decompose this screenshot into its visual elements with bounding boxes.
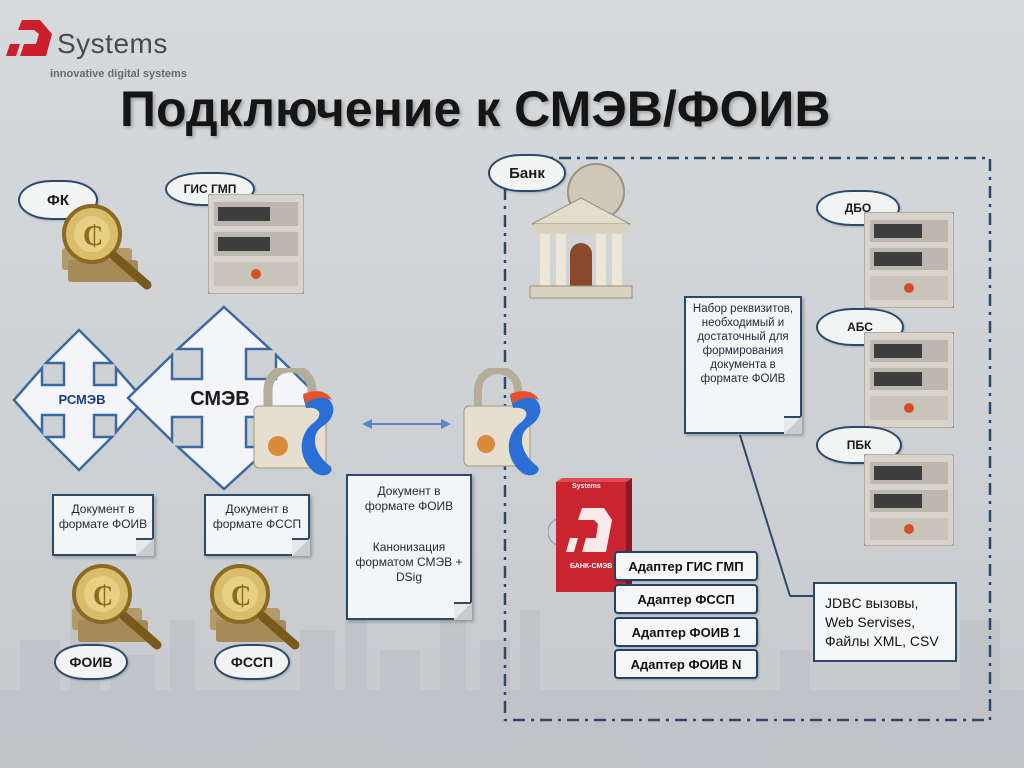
idsystems-logo-icon — [6, 20, 52, 56]
note-doc-fssp-text: Документ в формате ФССП — [212, 502, 302, 531]
note-canonization-top: Документ в формате ФОИВ — [364, 484, 454, 513]
box-brand: Systems — [572, 483, 601, 490]
box-label: БАНК-СМЭВ — [570, 563, 613, 570]
integration-jdbc: JDBC вызовы, — [825, 595, 919, 611]
cloud-dbo: ДБО — [816, 190, 900, 226]
note-canonization-bottom: Канонизация форматом СМЭВ + DSig — [355, 540, 463, 584]
note-requisites: Набор реквизитов, необходимый и достаточ… — [684, 296, 802, 434]
padlock-key-icon — [463, 368, 541, 476]
server-rack-icon — [864, 332, 954, 428]
coin-magnifier-icon: ₵ — [62, 204, 152, 290]
rsmev-arrow-cross — [12, 328, 146, 472]
server-rack-icon — [208, 194, 304, 294]
note-doc-foiv-text: Документ в формате ФОИВ — [58, 502, 148, 531]
server-rack-icon — [864, 212, 954, 308]
integration-web-services: Web Servises, — [825, 614, 915, 630]
svg-text:₵: ₵ — [83, 221, 103, 252]
server-rack-icon — [864, 454, 954, 546]
integration-methods-box: JDBC вызовы, Web Servises, Файлы XML, CS… — [813, 582, 957, 662]
smev-label: СМЭВ — [190, 388, 250, 410]
rsmev-label: РСМЭВ — [58, 392, 106, 407]
integration-files: Файлы XML, CSV — [825, 633, 939, 649]
logo-brand: Systems — [57, 28, 168, 59]
adapter-foiv-n-button[interactable]: Адаптер ФОИВ N — [614, 649, 758, 679]
note-canonization: Документ в формате ФОИВ Канонизация форм… — [346, 474, 472, 620]
cloud-bank: Банк — [488, 154, 566, 192]
note-requisites-text: Набор реквизитов, необходимый и достаточ… — [692, 303, 794, 385]
coin-magnifier-icon: ₵ — [210, 564, 300, 650]
logo-tagline: innovative digital systems — [50, 68, 187, 80]
note-doc-foiv: Документ в формате ФОИВ — [52, 494, 154, 556]
coin-magnifier-icon: ₵ — [72, 564, 162, 650]
adapter-fssp-button[interactable]: Адаптер ФССП — [614, 584, 758, 614]
adapter-foiv-1-button[interactable]: Адаптер ФОИВ 1 — [614, 617, 758, 647]
padlock-key-icon — [253, 368, 334, 476]
cloud-foiv: ФОИВ — [54, 644, 128, 680]
page-title: Подключение к СМЭВ/ФОИВ — [120, 81, 831, 137]
cloud-fk: ФК — [18, 180, 98, 220]
bank-building-icon — [529, 163, 633, 299]
adapter-gis-gmp-button[interactable]: Адаптер ГИС ГМП — [614, 551, 758, 581]
note-doc-fssp: Документ в формате ФССП — [204, 494, 310, 556]
svg-text:₵: ₵ — [93, 581, 113, 612]
cloud-fssp: ФССП — [214, 644, 290, 680]
svg-text:₵: ₵ — [231, 581, 251, 612]
